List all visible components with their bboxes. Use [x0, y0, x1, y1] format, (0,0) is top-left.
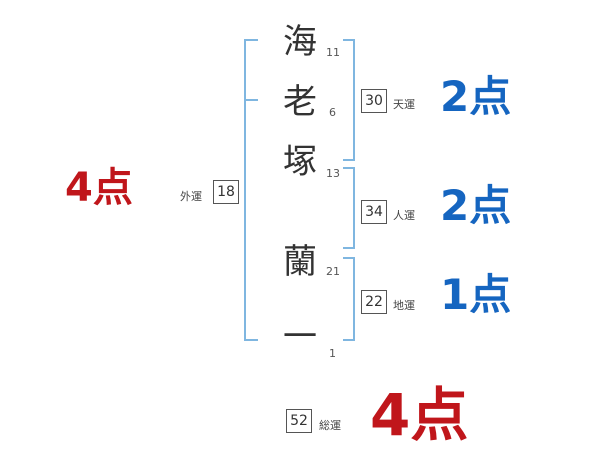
- ten-bracket: [343, 39, 355, 161]
- stroke-count-3: 13: [326, 167, 340, 180]
- name-char-3: 塚: [283, 142, 317, 182]
- jin-bracket: [343, 167, 355, 249]
- stroke-count-4: 21: [326, 265, 340, 278]
- outer-bracket: [244, 39, 258, 341]
- chi-label: 地運: [393, 299, 415, 312]
- sou-value-box: 52: [286, 409, 312, 433]
- chi-bracket: [343, 257, 355, 341]
- jin-label: 人運: [393, 209, 415, 222]
- gai-label: 外運: [180, 190, 202, 203]
- stroke-count-1: 11: [326, 46, 340, 59]
- gai-value-box: 18: [213, 180, 239, 204]
- chi-score: 1点: [440, 270, 512, 319]
- name-char-1: 海: [283, 22, 317, 62]
- sou-score: 4点: [370, 381, 469, 449]
- stroke-count-5: 1: [329, 347, 336, 360]
- ten-label: 天運: [393, 98, 415, 111]
- name-char-2: 老: [283, 82, 317, 122]
- jin-score: 2点: [440, 181, 512, 230]
- sou-label: 総運: [319, 419, 341, 432]
- stroke-count-2: 6: [329, 106, 336, 119]
- ten-score: 2点: [440, 72, 512, 121]
- chi-value-box: 22: [361, 290, 387, 314]
- name-char-4: 蘭: [283, 242, 317, 282]
- jin-value-box: 34: [361, 200, 387, 224]
- gai-score: 4点: [65, 165, 133, 211]
- name-char-5: 一: [283, 317, 317, 357]
- ten-value-box: 30: [361, 89, 387, 113]
